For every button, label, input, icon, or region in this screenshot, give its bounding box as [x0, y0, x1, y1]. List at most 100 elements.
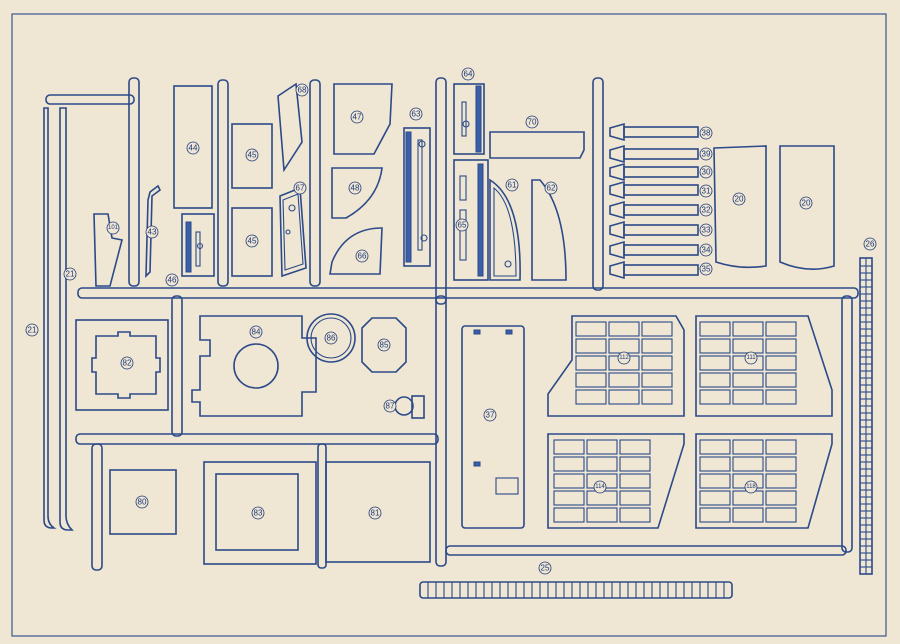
label-part-25: 25	[541, 564, 550, 573]
part-118-cell	[765, 456, 797, 472]
label-part-20-right: 20	[802, 199, 811, 208]
part-45-bottom	[231, 207, 273, 277]
part-112-cell	[608, 321, 640, 337]
part-118-cell	[699, 456, 731, 472]
part-112-cell	[608, 389, 640, 405]
part-111-cell	[765, 355, 797, 371]
part-112-cell	[641, 321, 673, 337]
part-44	[173, 85, 213, 209]
part-118-cell	[765, 507, 797, 523]
part-111-cell	[699, 355, 731, 371]
label-part-20-left: 20	[735, 195, 744, 204]
part-111-cell	[765, 389, 797, 405]
part-86	[306, 313, 356, 363]
part-85	[361, 317, 407, 373]
part-65	[453, 159, 489, 281]
part-labels: 21 21 101 43 46 44 45 45 68 67 47 48 66 …	[25, 67, 877, 575]
part-47	[333, 83, 393, 155]
label-part-33: 33	[702, 226, 711, 235]
part-62	[531, 179, 567, 281]
part-83	[203, 461, 317, 565]
part-111-cell	[732, 389, 764, 405]
label-part-85: 85	[380, 341, 389, 350]
label-part-63: 63	[412, 110, 421, 119]
label-part-43: 43	[148, 228, 157, 237]
label-part-39: 39	[702, 150, 711, 159]
part-63	[403, 127, 431, 267]
part-111-cell	[699, 321, 731, 337]
part-111-cell	[732, 338, 764, 354]
struts-group	[609, 122, 699, 280]
part-114-cell	[619, 473, 651, 489]
label-part-118: 118	[746, 484, 756, 490]
label-part-83: 83	[254, 509, 263, 518]
part-82	[75, 319, 169, 411]
part-114-cell	[553, 473, 585, 489]
part-70	[489, 131, 585, 159]
part-118-cell	[699, 439, 731, 455]
part-81	[325, 461, 431, 563]
part-118-cell	[732, 456, 764, 472]
part-48	[331, 167, 383, 219]
part-111-cell	[765, 338, 797, 354]
label-part-70: 70	[528, 118, 537, 127]
part-112-cell	[641, 389, 673, 405]
part-112-cell	[608, 338, 640, 354]
part-114-cell	[586, 490, 618, 506]
label-part-86: 86	[327, 334, 336, 343]
part-67	[279, 186, 307, 278]
part-20-left	[713, 145, 767, 269]
label-part-80: 80	[138, 498, 147, 507]
part-114-cell	[586, 439, 618, 455]
part-112-cell	[575, 338, 607, 354]
label-part-47: 47	[353, 113, 362, 122]
part-114-cell	[586, 456, 618, 472]
part-114-cell	[619, 490, 651, 506]
label-part-26: 26	[866, 240, 875, 249]
part-21-rails	[43, 107, 74, 531]
label-part-21-upper: 21	[66, 270, 75, 279]
label-part-64: 64	[464, 70, 473, 79]
label-part-48: 48	[351, 184, 360, 193]
part-112-cell	[608, 372, 640, 388]
part-61	[489, 178, 521, 281]
part-111-cell	[699, 338, 731, 354]
label-part-114: 114	[595, 484, 605, 490]
part-111-outline	[695, 315, 833, 417]
label-part-37: 37	[486, 411, 495, 420]
part-66	[329, 227, 383, 275]
sheet-border	[11, 13, 887, 637]
part-112-outline	[547, 315, 685, 417]
part-46	[181, 213, 215, 277]
part-112-cell	[575, 321, 607, 337]
label-part-34: 34	[702, 246, 711, 255]
label-part-84: 84	[252, 328, 261, 337]
part-64	[453, 83, 485, 155]
part-87	[394, 395, 425, 419]
part-114-cell	[553, 507, 585, 523]
part-111-cell	[699, 389, 731, 405]
part-114-cell	[619, 456, 651, 472]
part-118-cell	[732, 507, 764, 523]
label-part-82: 82	[123, 359, 132, 368]
part-118-cell	[732, 439, 764, 455]
part-114-cell	[586, 507, 618, 523]
part-101	[93, 213, 123, 287]
part-112-cell	[641, 355, 673, 371]
sprue-frame	[45, 77, 859, 571]
part-111-cell	[732, 372, 764, 388]
part-112-cell	[575, 355, 607, 371]
part-111-cell	[699, 372, 731, 388]
part-112-cell	[575, 389, 607, 405]
label-part-32: 32	[702, 206, 711, 215]
part-114-cell	[553, 439, 585, 455]
part-114-cell	[619, 439, 651, 455]
part-26-rungs	[860, 265, 872, 568]
part-25-rungs	[427, 582, 725, 598]
label-part-38: 38	[702, 129, 711, 138]
part-118-cell	[765, 490, 797, 506]
part-118-cell	[699, 473, 731, 489]
label-part-30: 30	[702, 168, 711, 177]
